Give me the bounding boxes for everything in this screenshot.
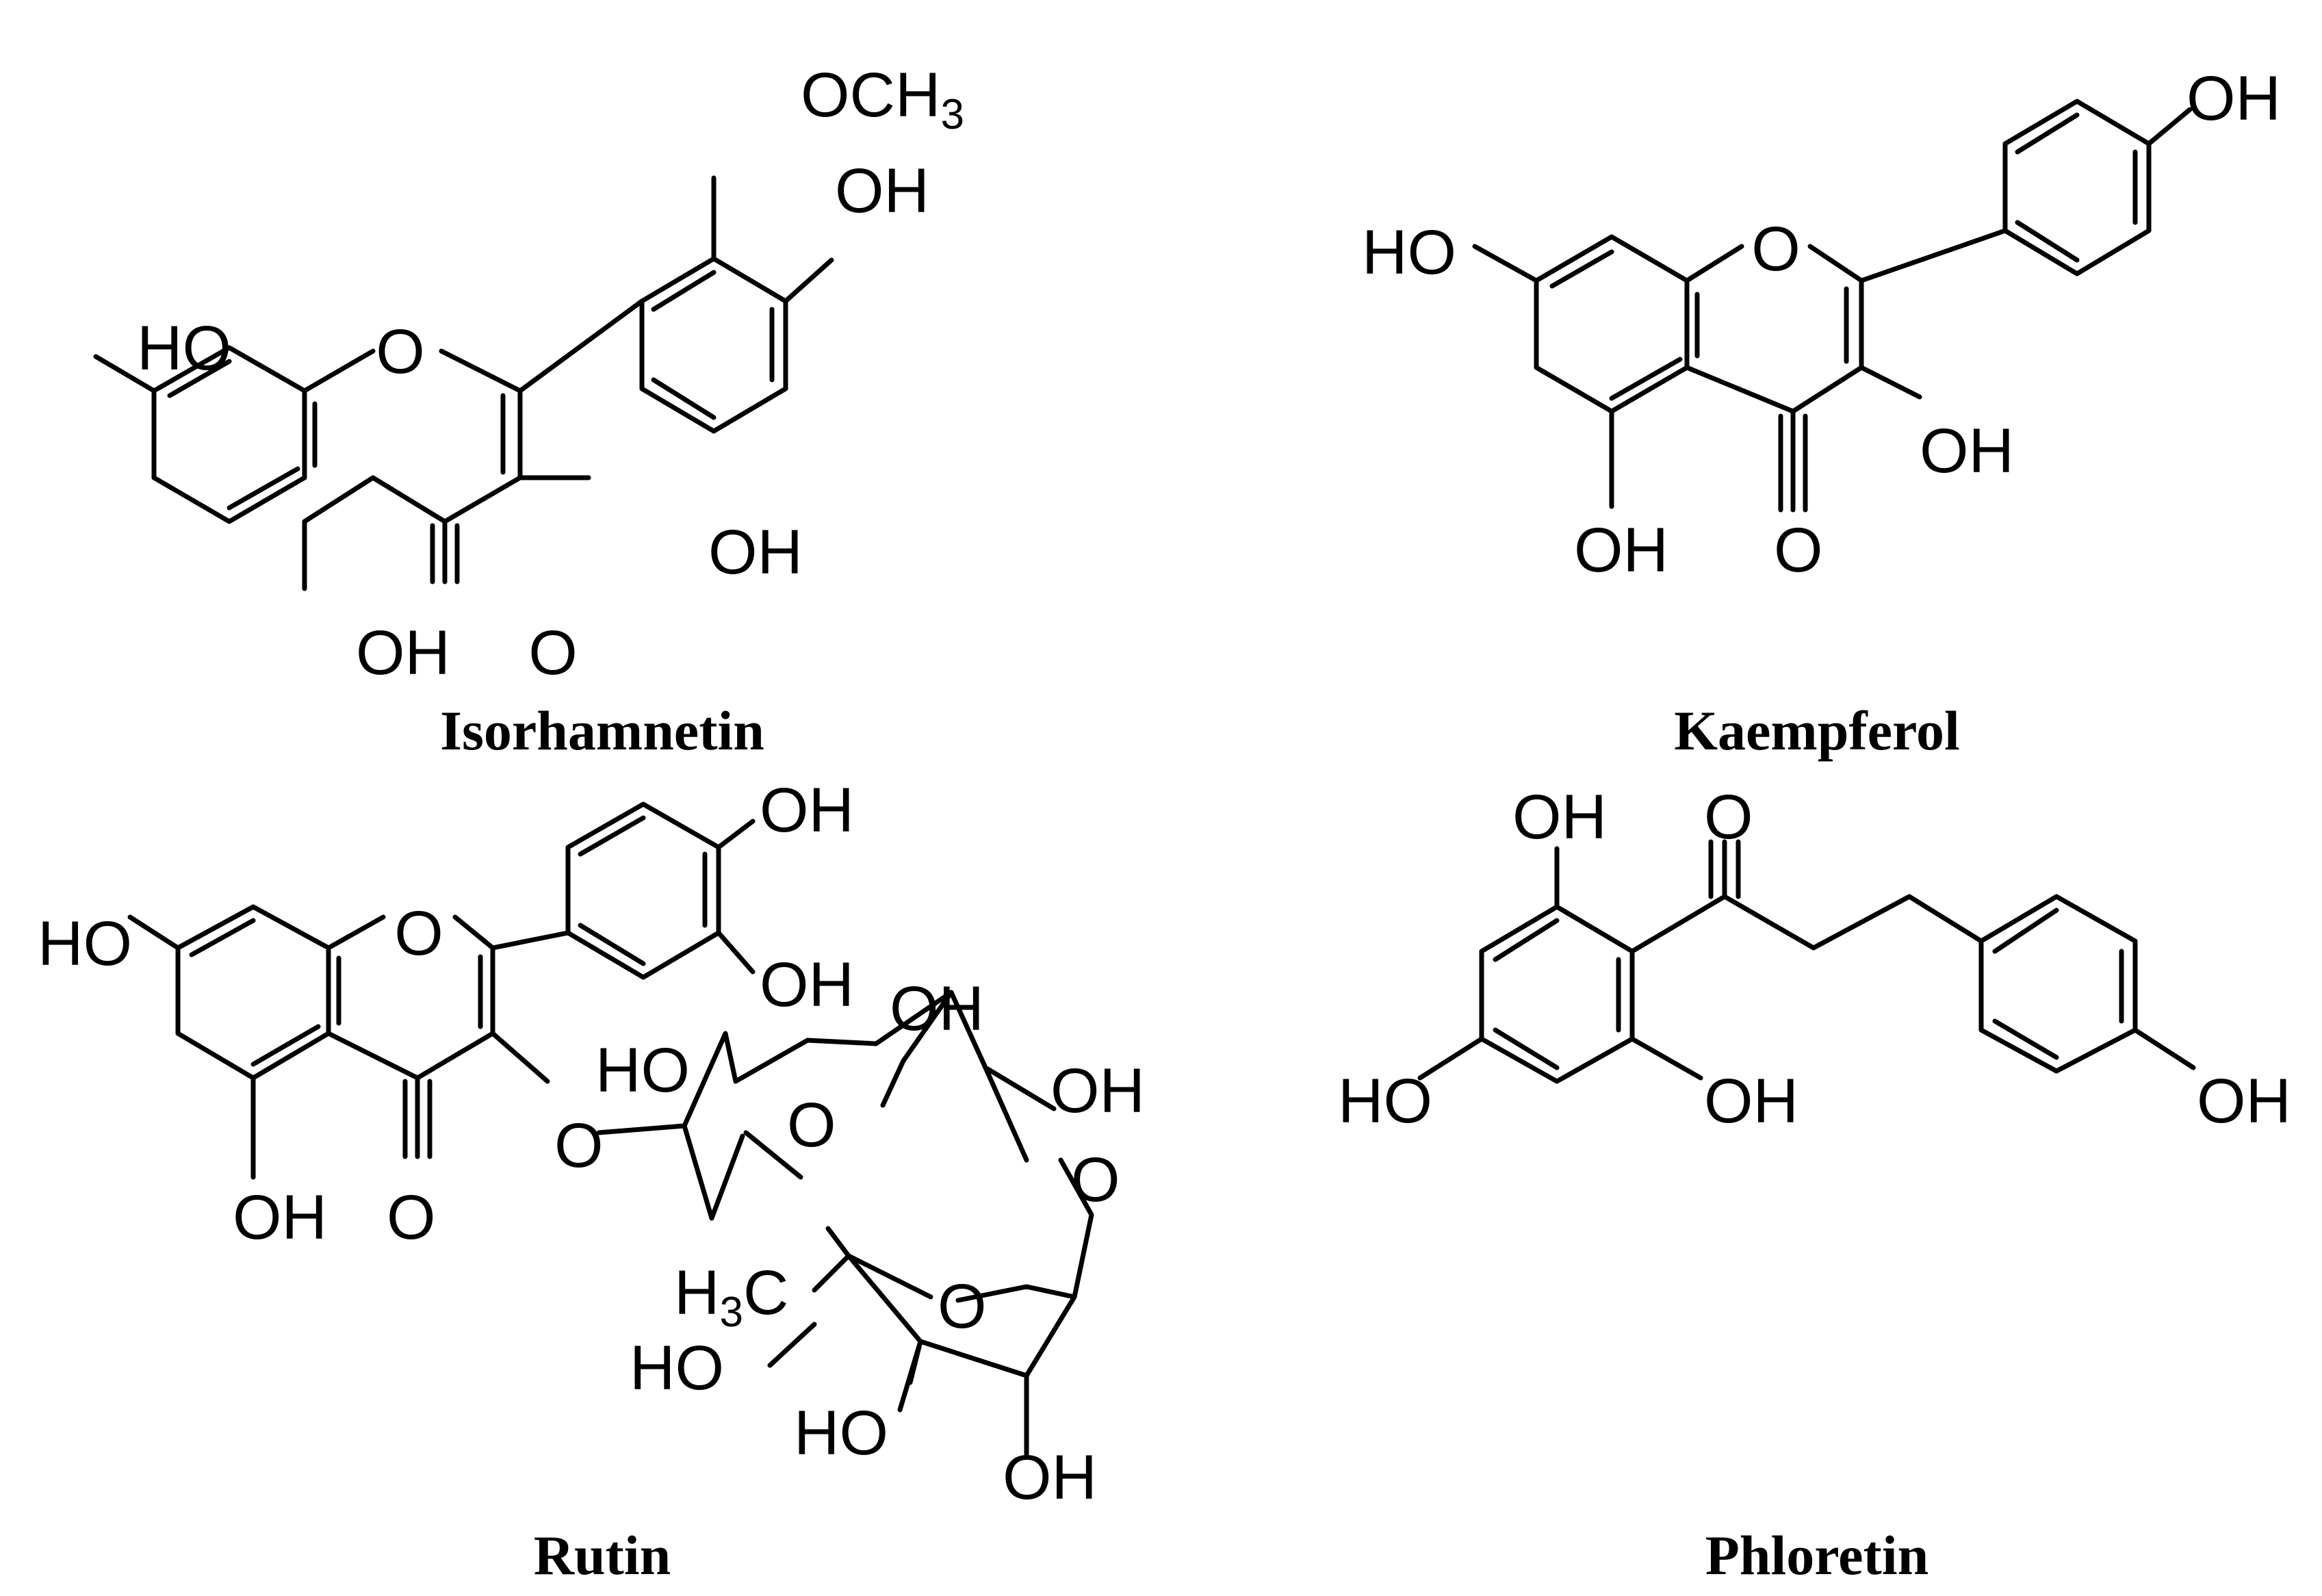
hydroxyl-label: OH bbox=[233, 1183, 327, 1252]
hydroxyl-label: OH bbox=[356, 618, 450, 688]
hydroxyl-label: OH bbox=[1003, 1443, 1097, 1513]
isorhamnetin-bonds bbox=[93, 175, 834, 591]
compound-name: Phloretin bbox=[1705, 1524, 1928, 1586]
compound-name: Isorhamnetin bbox=[440, 699, 764, 762]
hydroxyl-label: OH bbox=[760, 950, 854, 1020]
hydroxyl-label: OH bbox=[708, 517, 803, 587]
hydroxyl-label: HO bbox=[630, 1333, 724, 1403]
hydroxyl-label: HO bbox=[595, 1035, 690, 1105]
kaempferol-bonds bbox=[1472, 99, 2193, 513]
ring-oxygen-label: O bbox=[1751, 214, 1801, 284]
rutin-bonds bbox=[127, 801, 1094, 1457]
ring-oxygen-label: O bbox=[787, 1090, 836, 1160]
ring-oxygen-label: O bbox=[938, 1272, 987, 1341]
linker-oxygen-label: O bbox=[1071, 1145, 1120, 1215]
hydroxyl-label: OH bbox=[1512, 782, 1607, 852]
isorhamnetin-structure: OCH3 OH HO O OH OH O Isorhamnetin bbox=[93, 60, 964, 762]
compound-name: Kaempferol bbox=[1674, 699, 1960, 762]
hydroxyl-label: OH bbox=[1920, 416, 2014, 486]
carbonyl-oxygen-label: O bbox=[387, 1183, 436, 1252]
ring-oxygen-label: O bbox=[376, 317, 425, 387]
methoxy-label: OCH3 bbox=[801, 60, 964, 138]
carbonyl-oxygen-label: O bbox=[1774, 515, 1823, 585]
glycosidic-oxygen-label: O bbox=[554, 1111, 604, 1181]
rutin-structure: OH OH HO O OH HO OH O O O OH O H3C O HO … bbox=[38, 775, 1145, 1586]
kaempferol-structure: OH HO O OH OH O Kaempferol bbox=[1362, 64, 2281, 762]
hydroxyl-label: HO bbox=[38, 909, 132, 979]
hydroxyl-label: OH bbox=[1574, 515, 1668, 585]
hydroxyl-label: HO bbox=[1362, 218, 1456, 287]
hydroxyl-label: OH bbox=[1704, 1066, 1798, 1136]
hydroxyl-label: OH bbox=[890, 974, 984, 1044]
phloretin-structure: OH O HO OH OH Phloretin bbox=[1338, 782, 2291, 1586]
hydroxyl-label: OH bbox=[760, 775, 854, 845]
hydroxyl-label: HO bbox=[794, 1398, 888, 1468]
hydroxyl-label: HO bbox=[1338, 1066, 1432, 1136]
methyl-label: H3C bbox=[674, 1258, 788, 1336]
carbonyl-oxygen-label: O bbox=[1704, 782, 1753, 852]
phloretin-bonds bbox=[1417, 839, 2196, 1084]
compound-name: Rutin bbox=[534, 1524, 671, 1586]
hydroxyl-label: OH bbox=[1050, 1056, 1145, 1126]
hydroxyl-label: HO bbox=[137, 313, 231, 383]
hydroxyl-label: OH bbox=[2186, 64, 2281, 133]
ring-oxygen-label: O bbox=[394, 899, 443, 968]
carbonyl-oxygen-label: O bbox=[528, 618, 578, 688]
hydroxyl-label: OH bbox=[2197, 1066, 2291, 1136]
hydroxyl-label: OH bbox=[835, 156, 929, 226]
